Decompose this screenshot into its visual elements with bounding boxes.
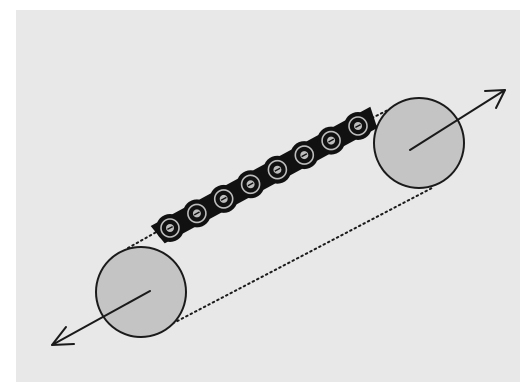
lower-left-sprocket xyxy=(96,247,186,337)
upper-right-sprocket xyxy=(374,98,464,188)
diagram-background-panel xyxy=(16,10,520,382)
